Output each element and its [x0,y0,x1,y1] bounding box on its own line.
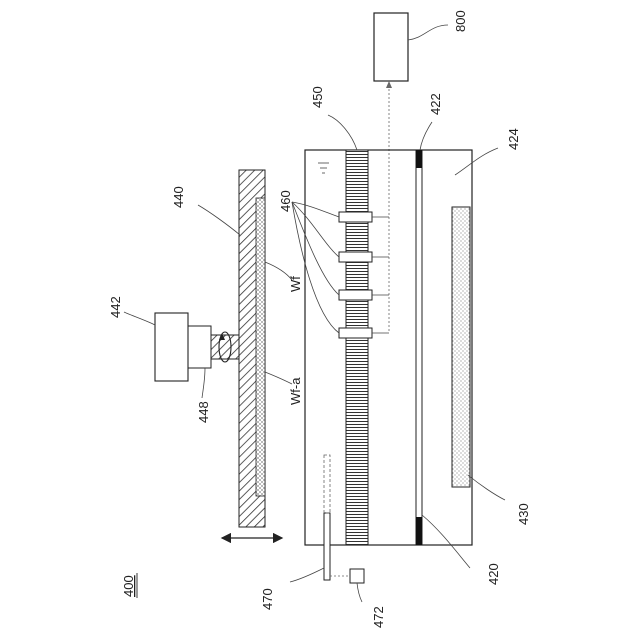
label-reservoir: 450 [310,86,325,108]
shaft-stub [211,335,239,359]
label-wall: 424 [506,128,521,150]
chamber-top-leader-line [420,122,432,150]
plate-seal-bottom [416,517,422,545]
nozzle [339,212,372,222]
label-controller: 800 [453,10,468,32]
label-shaft: 448 [196,401,211,423]
reservoir-leader-line [328,115,357,150]
label-motor: 442 [108,296,123,318]
label-wafer: Wf [288,276,303,292]
label-wafer-surface: Wf-a [288,377,303,405]
heater-leader-line [468,475,505,500]
pad-holder-leader-line [198,205,240,235]
nozzle-leader-line [292,202,339,333]
label-probe-unit: 472 [371,606,386,628]
motor-leader-line [124,312,155,325]
wafer [256,198,265,496]
reservoir [346,150,368,545]
probe-unit [350,569,364,583]
controller-box [374,13,408,81]
heater [452,207,470,487]
nozzle [339,290,372,300]
label-nozzles: 460 [278,190,293,212]
wall-leader-line [455,148,498,175]
signal-arrowhead [386,81,392,88]
coupling [188,326,211,368]
plate-leader-line [422,515,470,568]
nozzle [339,328,372,338]
plate-seal-top [416,150,422,168]
label-chamber-top: 422 [428,93,443,115]
shaft-leader-line [202,368,205,398]
motor [155,313,188,381]
probe-unit-leader-line [357,583,362,602]
probe-leader-line [290,568,324,582]
nozzle-leader-line [292,202,339,257]
figure-number: 400 [121,575,136,597]
plate [416,150,422,545]
label-plate: 420 [486,563,501,585]
controller-leader-line [408,25,448,40]
probe [324,513,330,580]
nozzle [339,252,372,262]
label-heater: 430 [516,503,531,525]
probe-retracted-outline [324,455,330,513]
label-pad-holder: 440 [171,186,186,208]
label-probe: 470 [260,588,275,610]
